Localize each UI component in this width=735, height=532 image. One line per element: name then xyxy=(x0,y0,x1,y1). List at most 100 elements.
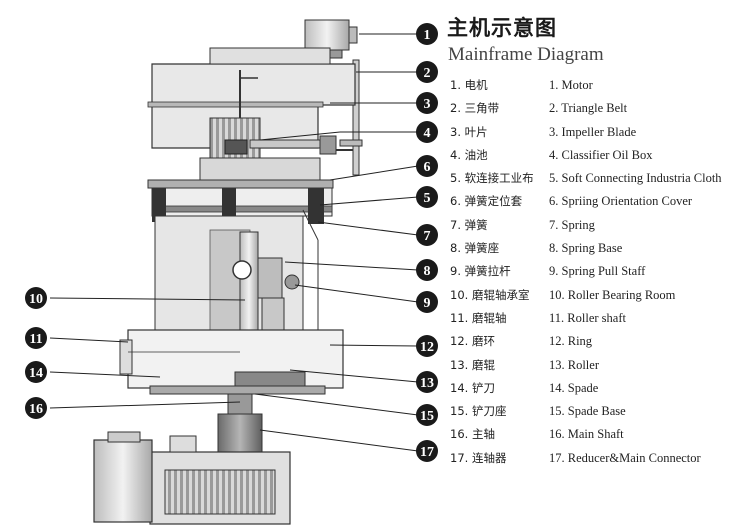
callout-number: 4 xyxy=(424,126,431,141)
legend-cn: 13. 磨辊 xyxy=(450,357,495,372)
legend-item-7: 7. 弹簧 7. Spring xyxy=(450,214,735,237)
legend-en: 16. Main Shaft xyxy=(549,427,624,442)
callout-number: 5 xyxy=(424,191,431,206)
callout-number: 2 xyxy=(424,66,431,81)
legend-cn: 17. 连轴器 xyxy=(450,450,507,465)
callout-number: 11 xyxy=(29,332,42,347)
lower-housing xyxy=(119,329,344,389)
legend-item-17: 17. 连轴器 17. Reducer&Main Connector xyxy=(450,447,735,470)
legend-cn: 11. 磨辊轴 xyxy=(450,310,507,325)
legend-item-1: 1. 电机 1. Motor xyxy=(450,74,735,97)
classifier-oil-box xyxy=(199,157,321,183)
legend-cn: 14. 铲刀 xyxy=(450,380,495,395)
leader-lines xyxy=(49,33,419,452)
legend-item-11: 11. 磨辊轴 11. Roller shaft xyxy=(450,307,735,330)
callout-number: 10 xyxy=(29,292,43,307)
legend-cn: 8. 弹簧座 xyxy=(450,241,500,256)
title-chinese: 主机示意图 xyxy=(447,16,557,40)
legend-item-5: 5. 软连接工业布 5. Soft Connecting Industria Cl… xyxy=(450,167,735,190)
right-spring-cluster xyxy=(308,188,324,224)
callout-17: 17 xyxy=(416,440,438,462)
legend-en: 15. Spade Base xyxy=(549,404,626,419)
legend-cn: 7. 弹簧 xyxy=(450,217,488,232)
legend-item-6: 6. 弹簧定位套 6. Spriing Orientation Cover xyxy=(450,190,735,213)
callout-number: 1 xyxy=(424,28,431,43)
callout-16: 16 xyxy=(25,397,47,419)
callout-number: 9 xyxy=(424,296,431,311)
callout-8: 8 xyxy=(416,259,438,281)
legend-cn: 5. 软连接工业布 xyxy=(450,171,534,186)
callout-number: 3 xyxy=(424,97,431,112)
legend-en: 14. Spade xyxy=(549,380,599,395)
callout-1: 1 xyxy=(416,23,438,45)
callout-14: 14 xyxy=(25,361,47,383)
callout-number: 12 xyxy=(420,340,434,355)
bottom-motor xyxy=(93,431,153,523)
legend-item-13: 13. 磨辊 13. Roller xyxy=(450,354,735,377)
legend-en: 11. Roller shaft xyxy=(549,310,626,325)
callout-3: 3 xyxy=(416,92,438,114)
callout-number: 8 xyxy=(424,264,431,279)
callout-12: 12 xyxy=(416,335,438,357)
spade-base-plate xyxy=(149,385,326,395)
parts-legend: 1. 电机 1. Motor 2. 三角带 2. Triangle Belt 3. … xyxy=(450,74,735,470)
legend-cn: 1. 电机 xyxy=(450,78,488,92)
legend-en: 5. Soft Connecting Industria Cloth xyxy=(549,171,722,186)
legend-item-2: 2. 三角带 2. Triangle Belt xyxy=(450,97,735,120)
legend-cn: 9. 弹簧拉杆 xyxy=(450,264,511,279)
callout-7: 7 xyxy=(416,224,438,246)
top-motor xyxy=(304,19,358,59)
legend-item-14: 14. 铲刀 14. Spade xyxy=(450,377,735,400)
legend-en: 9. Spring Pull Staff xyxy=(549,264,646,279)
legend-cn: 16. 主轴 xyxy=(450,427,495,442)
callout-number: 15 xyxy=(420,409,434,424)
legend-item-10: 10. 磨辊轴承室 10. Roller Bearing Room xyxy=(450,284,735,307)
legend-cn: 6. 弹簧定位套 xyxy=(450,194,523,209)
left-spring-cluster xyxy=(152,188,236,222)
legend-en: 10. Roller Bearing Room xyxy=(549,287,676,302)
callout-4: 4 xyxy=(416,121,438,143)
legend-cn: 10. 磨辊轴承室 xyxy=(450,287,530,302)
legend-en: 1. Motor xyxy=(549,78,593,92)
callout-number: 17 xyxy=(420,445,434,460)
legend-cn: 12. 磨环 xyxy=(450,334,495,349)
legend-en: 6. Spriing Orientation Cover xyxy=(549,194,693,209)
legend-item-15: 15. 铲刀座 15. Spade Base xyxy=(450,400,735,423)
legend-item-9: 9. 弹簧拉杆 9. Spring Pull Staff xyxy=(450,260,735,283)
callout-6: 6 xyxy=(416,155,438,177)
classifier-housing xyxy=(147,47,356,149)
legend-en: 4. Classifier Oil Box xyxy=(549,147,653,162)
callout-9: 9 xyxy=(416,291,438,313)
legend-en: 2. Triangle Belt xyxy=(549,101,628,116)
main-shaft-connector xyxy=(217,393,263,453)
callout-15: 15 xyxy=(416,404,438,426)
legend-en: 13. Roller xyxy=(549,357,599,372)
legend-cn: 2. 三角带 xyxy=(450,101,500,116)
legend-item-8: 8. 弹簧座 8. Spring Base xyxy=(450,237,735,260)
legend-en: 7. Spring xyxy=(549,217,595,232)
legend-item-4: 4. 油池 4. Classifier Oil Box xyxy=(450,144,735,167)
legend-en: 17. Reducer&Main Connector xyxy=(549,450,701,465)
callout-number: 14 xyxy=(29,366,43,381)
callout-number: 16 xyxy=(29,402,43,417)
callout-number: 13 xyxy=(420,376,434,391)
legend-cn: 3. 叶片 xyxy=(450,124,488,139)
callout-2: 2 xyxy=(416,61,438,83)
callout-5: 5 xyxy=(416,186,438,208)
bottom-reducer xyxy=(149,435,291,525)
legend-cn: 15. 铲刀座 xyxy=(450,404,507,419)
legend-en: 12. Ring xyxy=(549,334,593,349)
legend-en: 3. Impeller Blade xyxy=(549,124,637,139)
legend-item-16: 16. 主轴 16. Main Shaft xyxy=(450,423,735,446)
legend-item-3: 3. 叶片 3. Impeller Blade xyxy=(450,121,735,144)
title-english: Mainframe Diagram xyxy=(448,44,604,65)
callout-10: 10 xyxy=(25,287,47,309)
legend-cn: 4. 油池 xyxy=(450,147,488,162)
callout-number: 6 xyxy=(424,160,431,175)
legend-item-12: 12. 磨环 12. Ring xyxy=(450,330,735,353)
legend-en: 8. Spring Base xyxy=(549,241,623,256)
callout-13: 13 xyxy=(416,371,438,393)
callout-11: 11 xyxy=(25,327,47,349)
callout-number: 7 xyxy=(424,229,431,244)
